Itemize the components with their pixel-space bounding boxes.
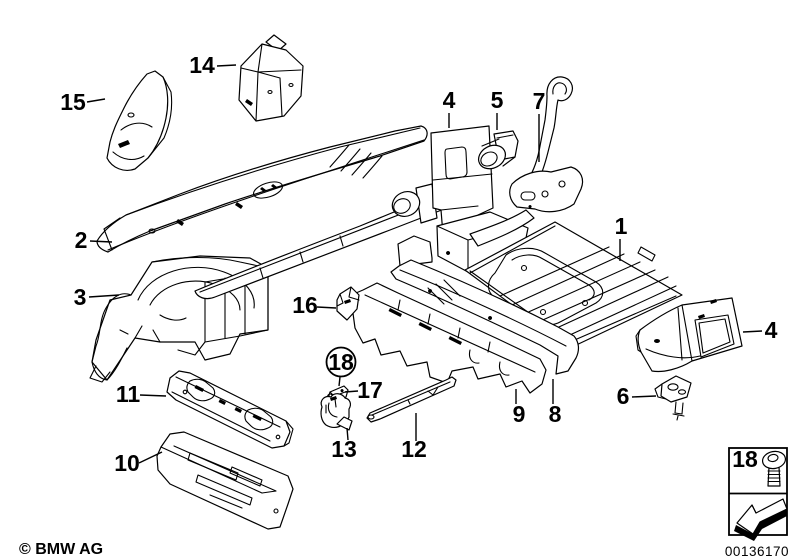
part-10-drawing bbox=[156, 431, 294, 530]
leader-line-15 bbox=[86, 98, 106, 103]
legend-box: 18 bbox=[728, 446, 788, 541]
part-4-right-drawing bbox=[635, 297, 743, 373]
part-9-drawing bbox=[351, 282, 547, 394]
callout-11: 11 bbox=[116, 381, 141, 407]
leader-line-16 bbox=[316, 306, 337, 309]
callout-16: 16 bbox=[292, 292, 318, 318]
leader-line-4-right bbox=[742, 330, 763, 333]
part-5-drawing bbox=[478, 130, 519, 170]
front-direction-arrow-icon bbox=[734, 498, 788, 541]
part-2-drawing bbox=[96, 125, 428, 253]
callout-4-right: 4 bbox=[765, 317, 778, 343]
callout-2: 2 bbox=[75, 227, 88, 253]
callout-12: 12 bbox=[401, 436, 427, 462]
leader-line-18 bbox=[338, 376, 341, 387]
part-8-drawing bbox=[390, 235, 580, 375]
callout-9: 9 bbox=[513, 401, 526, 427]
part-15-drawing bbox=[106, 70, 173, 171]
socket-head-screw-icon bbox=[761, 450, 787, 487]
part-13-drawing bbox=[320, 393, 353, 431]
callouts: 1 2 3 4 4 5 6 7 8 9 10 11 12 13 14 15 16 bbox=[60, 52, 777, 476]
callout-4-left: 4 bbox=[443, 87, 456, 113]
callout-14: 14 bbox=[189, 52, 215, 78]
callout-13: 13 bbox=[331, 436, 357, 462]
callout-3: 3 bbox=[74, 284, 87, 310]
leader-line-13 bbox=[346, 427, 349, 441]
part-11-drawing bbox=[166, 370, 294, 449]
callout-6: 6 bbox=[617, 383, 630, 409]
part-16-drawing bbox=[336, 286, 360, 321]
leader-line-6 bbox=[631, 395, 657, 398]
leader-line-10 bbox=[138, 451, 163, 464]
callout-1: 1 bbox=[615, 213, 628, 239]
leader-line-14 bbox=[216, 64, 237, 67]
image-number: 00136170 bbox=[725, 544, 789, 559]
callout-5: 5 bbox=[491, 87, 504, 113]
callout-7: 7 bbox=[533, 88, 546, 114]
part-14-drawing bbox=[238, 34, 304, 122]
leader-line-17 bbox=[344, 390, 359, 393]
leader-line-2 bbox=[89, 240, 113, 243]
part-12-drawing bbox=[366, 376, 457, 423]
callout-8: 8 bbox=[549, 401, 562, 427]
callout-10: 10 bbox=[114, 450, 140, 476]
copyright-text: © BMW AG bbox=[19, 541, 103, 558]
callout-17: 17 bbox=[357, 377, 383, 403]
part-7-drawing bbox=[509, 76, 584, 213]
leader-line-11 bbox=[139, 394, 167, 397]
part-6-drawing bbox=[654, 375, 692, 421]
leader-line-3 bbox=[88, 294, 120, 298]
rear-rail-drawing bbox=[194, 183, 462, 300]
callout-18-circle bbox=[325, 346, 357, 378]
callout-18: 18 bbox=[328, 349, 354, 375]
legend-item-number: 18 bbox=[732, 446, 758, 472]
callout-15: 15 bbox=[60, 89, 86, 115]
